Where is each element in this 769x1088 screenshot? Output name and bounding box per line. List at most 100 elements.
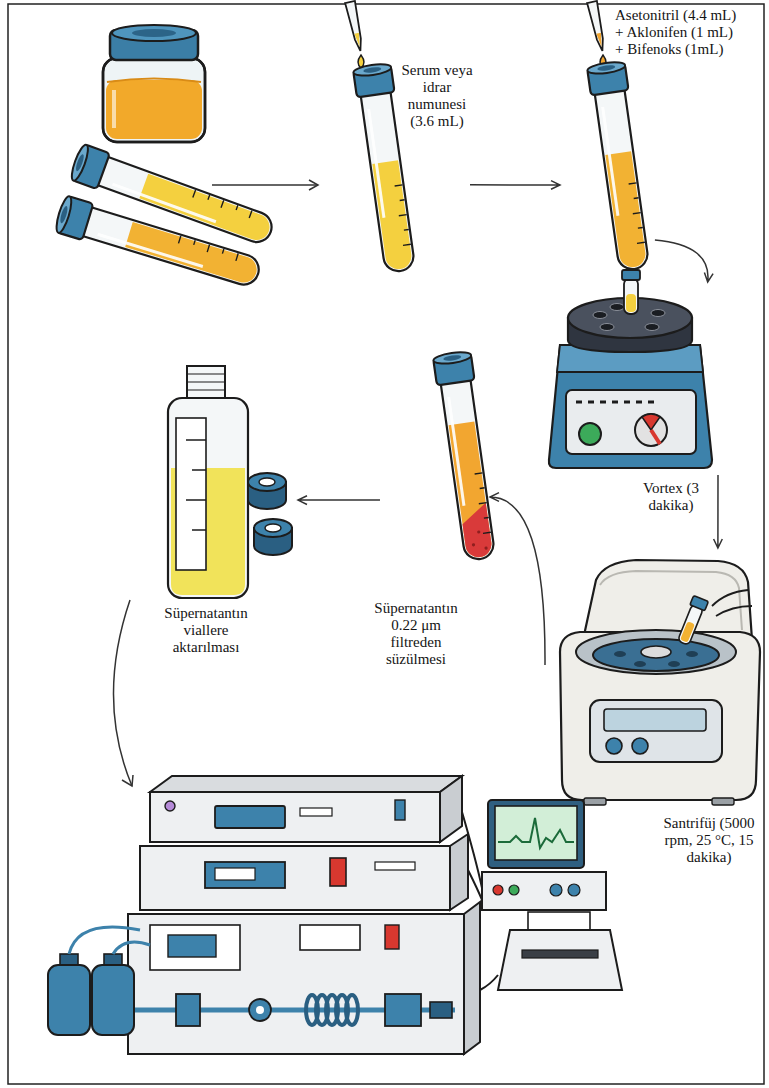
flow-arrow [470, 181, 560, 190]
hplc-system [113, 942, 150, 954]
centrifuge [632, 738, 648, 754]
vortex-mixer [645, 324, 659, 331]
hplc-system [215, 806, 285, 828]
vortex-mixer [610, 304, 624, 311]
hplc-vial [168, 398, 248, 598]
sample-jar [132, 29, 176, 37]
sample-jar [112, 25, 196, 41]
hplc-vial [168, 366, 248, 598]
step-node: Süpernatantın 0.22 μm filtreden süzülmes… [380, 345, 490, 670]
centrifuge [614, 651, 626, 657]
hplc-system [498, 818, 574, 848]
hplc-system [482, 872, 606, 910]
hplc-system [385, 925, 399, 949]
filtered-tube [484, 546, 488, 550]
hplc-system [495, 806, 577, 860]
step-caption: Serum veya idrar numunesi (3.6 mL) [397, 62, 477, 130]
pipette [587, 1, 607, 52]
vial-cap [254, 519, 292, 537]
centrifuge [606, 738, 622, 754]
vortex-mixer [626, 294, 636, 312]
hplc-system [168, 935, 216, 957]
hplc-system [430, 1002, 452, 1018]
hplc-system [128, 914, 464, 1054]
frame-border [8, 4, 764, 1084]
flow-arrow [490, 493, 545, 665]
flow-arrow [298, 496, 380, 505]
vortex-mixer [576, 401, 654, 404]
vortex-mixer [642, 414, 660, 430]
hplc-system [69, 927, 140, 954]
flow-arrow [113, 600, 132, 786]
filtered-tube [477, 530, 481, 534]
hplc-system [498, 930, 622, 990]
vial-cap [259, 478, 275, 486]
centrifuge [680, 621, 695, 643]
vial-cap [248, 473, 286, 491]
step-node: Santrifüj (5000 rpm, 25 °C, 15 dakika) [545, 548, 765, 890]
vortex-mixer [593, 312, 607, 319]
filtered-tube [433, 350, 500, 561]
step-node: Serum veya idrar numunesi (3.6 mL) [322, 60, 470, 300]
vial-cap [248, 473, 286, 509]
lying-tube [82, 207, 262, 288]
hplc-system [550, 884, 562, 896]
hplc-system [509, 885, 519, 895]
hplc-system [468, 870, 482, 900]
vortex-mixer [635, 414, 667, 446]
step-caption: Süpernatantın viallere aktarılması [157, 605, 255, 656]
hplc-system [92, 965, 134, 1035]
pipette [587, 1, 607, 52]
vortex-mixer [579, 423, 601, 445]
centrifuge [584, 798, 606, 805]
pipette [596, 33, 603, 48]
hplc-system [256, 1006, 264, 1014]
hplc-system [450, 834, 468, 910]
solvent-tube [587, 60, 654, 271]
centrifuge [668, 661, 680, 667]
centrifuge [641, 646, 671, 658]
vortex-mixer [651, 430, 660, 444]
sample-jar [103, 58, 205, 142]
centrifuge [677, 604, 703, 646]
sample-tube [353, 62, 420, 273]
step-node: Asetonitril (4.4 mL) + Aklonifen (1 mL) … [560, 5, 765, 240]
vial-cap [254, 519, 292, 555]
step-caption: Süpernatantın 0.22 μm filtreden süzülmes… [366, 600, 466, 668]
step-caption: Santrifüj (5000 rpm, 25 °C, 15 dakika) [650, 815, 768, 866]
hplc-vial [187, 374, 225, 390]
hplc-system [150, 792, 440, 842]
filtered-tube [433, 350, 475, 385]
hplc-system [395, 800, 405, 820]
sample-tube [361, 92, 416, 273]
centrifuge [634, 661, 646, 667]
sample-jar [106, 80, 202, 139]
hplc-system [249, 999, 271, 1021]
hplc-system [176, 994, 200, 1026]
hplc-system [488, 800, 584, 868]
hplc-system [150, 925, 240, 970]
hplc-system [205, 862, 285, 888]
hplc-system [165, 801, 175, 811]
flow-arrow [212, 180, 318, 190]
lying-tube [82, 207, 262, 288]
vortex-mixer [624, 278, 638, 314]
flow-arrow [714, 475, 723, 548]
hplc-vial [176, 418, 206, 570]
centrifuge [583, 560, 752, 640]
hplc-system [346, 995, 358, 1025]
hplc-system [140, 846, 450, 910]
hplc-system [375, 862, 415, 870]
filtered-tube [441, 380, 496, 561]
pipette [345, 1, 365, 52]
hplc-system [150, 776, 462, 792]
centrifuge [690, 596, 709, 611]
filtered-tube [441, 380, 496, 561]
vortex-mixer [549, 345, 712, 468]
step-caption: Asetonitril (4.4 mL) + Aklonifen (1 mL) … [615, 7, 743, 58]
hplc-system [493, 885, 503, 895]
vortex-mixer [622, 270, 640, 280]
hplc-system [215, 868, 255, 880]
